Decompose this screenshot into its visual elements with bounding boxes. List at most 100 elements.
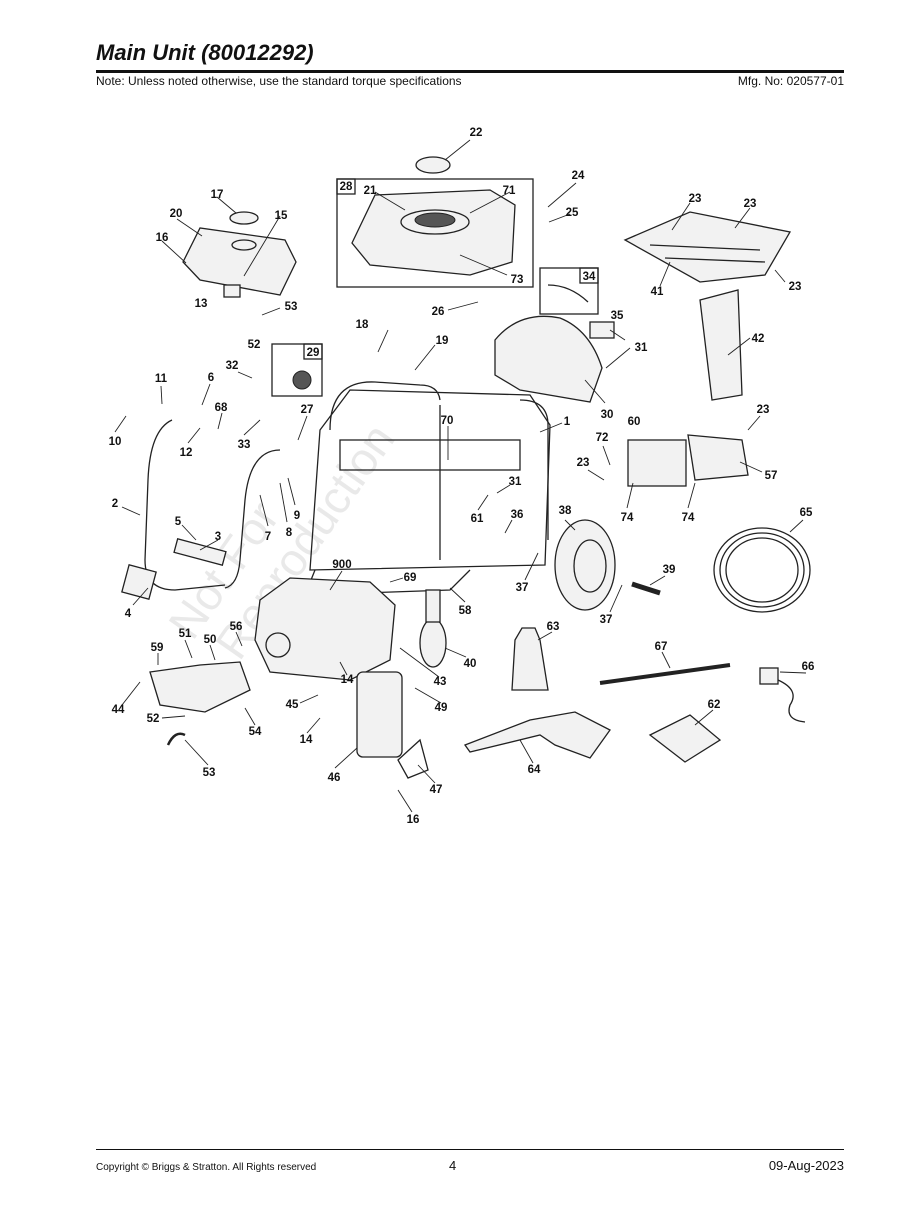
- caster-wheel: [419, 618, 447, 668]
- oil-bottle: [511, 627, 549, 691]
- side-panel: [699, 289, 743, 401]
- callout: 39: [663, 564, 676, 576]
- callout-numbers: 22 24 25 17 20 15 16 21 71 73 23 23 23 4…: [109, 127, 815, 826]
- fuel-tank-group-box: [336, 178, 534, 288]
- callout: 14: [341, 674, 354, 686]
- callout: 23: [789, 281, 802, 293]
- leader-lines: [114, 139, 807, 813]
- wheel-hub: [573, 539, 607, 593]
- callout: 60: [628, 416, 641, 428]
- callout: 22: [470, 127, 483, 139]
- callout: 41: [651, 286, 664, 298]
- callout: 49: [435, 702, 448, 714]
- callout: 45: [286, 699, 299, 711]
- callout: 53: [285, 301, 298, 313]
- callout: 24: [572, 170, 585, 182]
- callout: 72: [596, 432, 609, 444]
- callout: 67: [655, 641, 668, 653]
- revision-date: 09-Aug-2023: [768, 1158, 844, 1173]
- charger-cord: [777, 679, 806, 723]
- battery-box: [627, 439, 687, 487]
- handle-left: [144, 419, 226, 591]
- callout: 70: [441, 415, 454, 427]
- callout: 8: [286, 527, 293, 539]
- callout: 23: [757, 404, 770, 416]
- engine-crankcase-cover: [265, 632, 291, 658]
- callout-box-28: [336, 178, 356, 195]
- callout: 31: [635, 342, 648, 354]
- label-decal: [589, 321, 615, 339]
- callout: 52: [248, 339, 261, 351]
- callout: 52: [147, 713, 160, 725]
- callout: 46: [328, 772, 341, 784]
- footer-rule: [96, 1149, 844, 1150]
- callout-28: 28: [340, 181, 353, 193]
- callout: 56: [230, 621, 243, 633]
- mfg-number: Mfg. No: 020577-01: [737, 74, 844, 88]
- fuel-tank-neck: [400, 209, 470, 235]
- page-title: Main Unit (80012292): [96, 40, 314, 65]
- console-slot: [664, 257, 766, 263]
- callout: 69: [404, 572, 417, 584]
- callout: 59: [151, 642, 164, 654]
- callout-34: 34: [583, 271, 596, 283]
- callout: 32: [226, 360, 239, 372]
- callout: 58: [459, 605, 472, 617]
- callout: 26: [432, 306, 445, 318]
- pressure-pump: [149, 661, 251, 713]
- callout: 19: [436, 335, 449, 347]
- callout: 5: [175, 516, 182, 528]
- caster-fork: [425, 589, 441, 623]
- callout: 65: [800, 507, 813, 519]
- spray-gun: [463, 711, 611, 759]
- small-tank-neck: [231, 239, 257, 251]
- callout: 16: [407, 814, 420, 826]
- callout: 27: [301, 404, 314, 416]
- callout: 68: [215, 402, 228, 414]
- nozzle-kit: [648, 714, 722, 763]
- copyright-text: Copyright © Briggs & Stratton. All Right…: [96, 1162, 317, 1173]
- muffler-guard: [356, 671, 403, 758]
- callout: 9: [294, 510, 300, 522]
- callout: 21: [364, 185, 377, 197]
- callout: 14: [300, 734, 313, 746]
- callout: 62: [708, 699, 721, 711]
- callout: 38: [559, 505, 572, 517]
- callout-box-34: [579, 267, 599, 284]
- callout: 900: [332, 559, 351, 571]
- unloader-knob: [292, 370, 312, 390]
- inlet-hose: [166, 732, 186, 746]
- small-tank-cap: [229, 211, 259, 225]
- callout: 3: [215, 531, 221, 543]
- wheel: [554, 519, 616, 611]
- battery-charger: [759, 667, 779, 685]
- fuel-tank: [351, 189, 516, 276]
- torque-note: Note: Unless noted otherwise, use the st…: [96, 74, 462, 88]
- callout: 13: [195, 298, 208, 310]
- callout: 54: [249, 726, 262, 738]
- callout: 47: [430, 784, 443, 796]
- callout: 20: [170, 208, 183, 220]
- callout: 31: [509, 476, 522, 488]
- fuel-tank-opening: [414, 212, 456, 228]
- callout: 23: [744, 198, 757, 210]
- callout: 66: [802, 661, 815, 673]
- fuel-line: [547, 284, 589, 303]
- callout: 51: [179, 628, 192, 640]
- callout: 50: [204, 634, 217, 646]
- callout: 53: [203, 767, 216, 779]
- callout: 7: [265, 531, 271, 543]
- callout: 17: [211, 189, 224, 201]
- muffler-bracket: [397, 738, 429, 779]
- callout: 18: [356, 319, 369, 331]
- callout: 74: [621, 512, 634, 524]
- callout: 11: [155, 373, 168, 385]
- engine: [254, 577, 396, 681]
- engine-shroud: [494, 315, 603, 403]
- handle-grip: [121, 564, 157, 600]
- header-rule: [96, 70, 844, 73]
- handle-right: [224, 449, 281, 589]
- callout: 23: [577, 457, 590, 469]
- callout-box-29: [303, 343, 323, 360]
